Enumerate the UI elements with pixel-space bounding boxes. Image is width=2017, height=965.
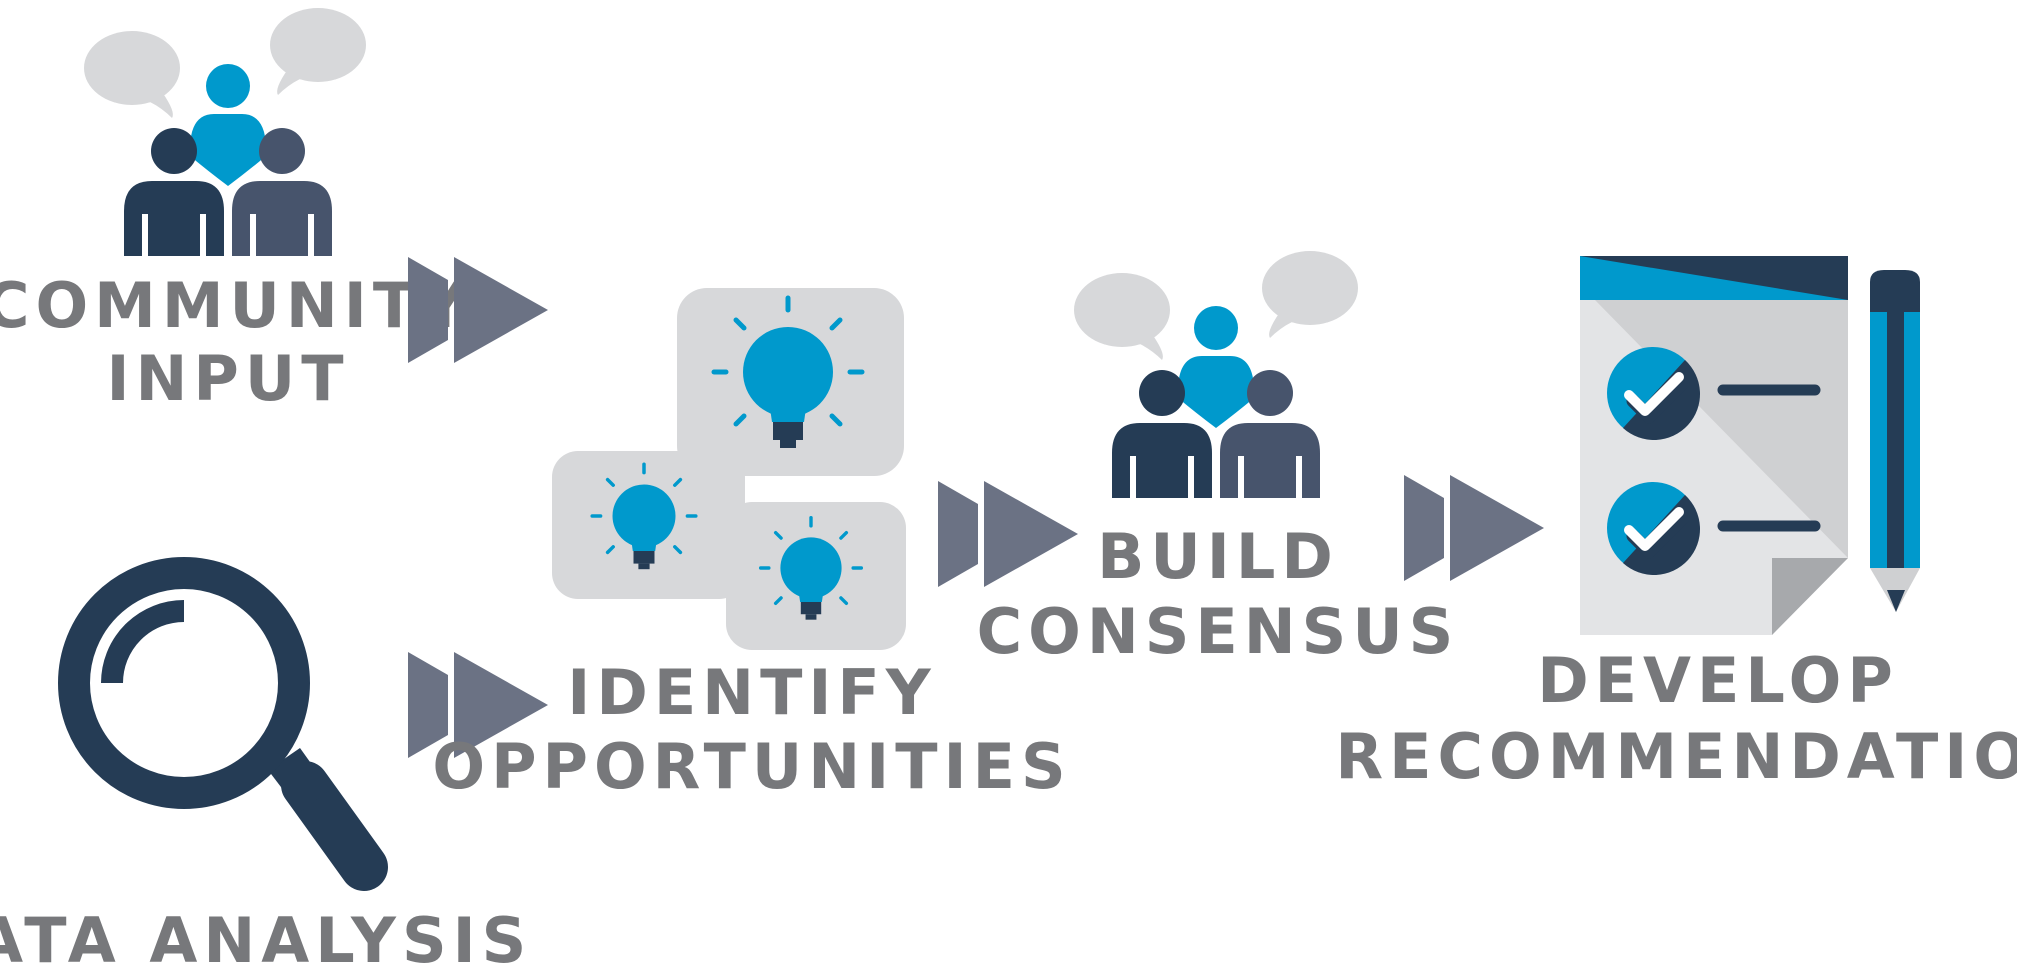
identify-opportunities-step: IDENTIFY OPPORTUNITIES xyxy=(432,288,1071,803)
double-arrow-icon xyxy=(408,257,548,363)
develop-recommendations-step: DEVELOP RECOMMENDATIONS xyxy=(1335,256,2017,793)
community-input-label-line1: COMMUNITY xyxy=(0,269,472,342)
data-analysis-step: DATA ANALYSIS xyxy=(0,557,532,965)
speech-bubble-icon xyxy=(1262,251,1358,338)
develop-recommendations-label-line1: DEVELOP xyxy=(1537,644,1899,717)
double-arrow-icon xyxy=(1404,475,1544,581)
speech-bubble-icon xyxy=(84,31,180,118)
pencil-icon xyxy=(1870,270,1920,612)
double-arrow-icon xyxy=(938,481,1078,587)
speech-bubble-icon xyxy=(270,8,366,95)
data-analysis-label: DATA ANALYSIS xyxy=(0,904,532,965)
build-consensus-step: BUILD CONSENSUS xyxy=(977,251,1460,668)
checklist-icon xyxy=(1580,256,1848,635)
speech-bubble-icon xyxy=(1074,273,1170,360)
identify-opportunities-label-line2: OPPORTUNITIES xyxy=(432,730,1071,803)
develop-recommendations-label-line2: RECOMMENDATIONS xyxy=(1335,720,2017,793)
build-consensus-label-line1: BUILD xyxy=(1097,520,1339,593)
community-input-label-line2: INPUT xyxy=(106,342,349,415)
build-consensus-label-line2: CONSENSUS xyxy=(977,595,1460,668)
community-input-step: COMMUNITY INPUT xyxy=(0,8,472,415)
identify-opportunities-label-line1: IDENTIFY xyxy=(567,656,936,729)
magnifying-glass-icon xyxy=(58,557,388,891)
